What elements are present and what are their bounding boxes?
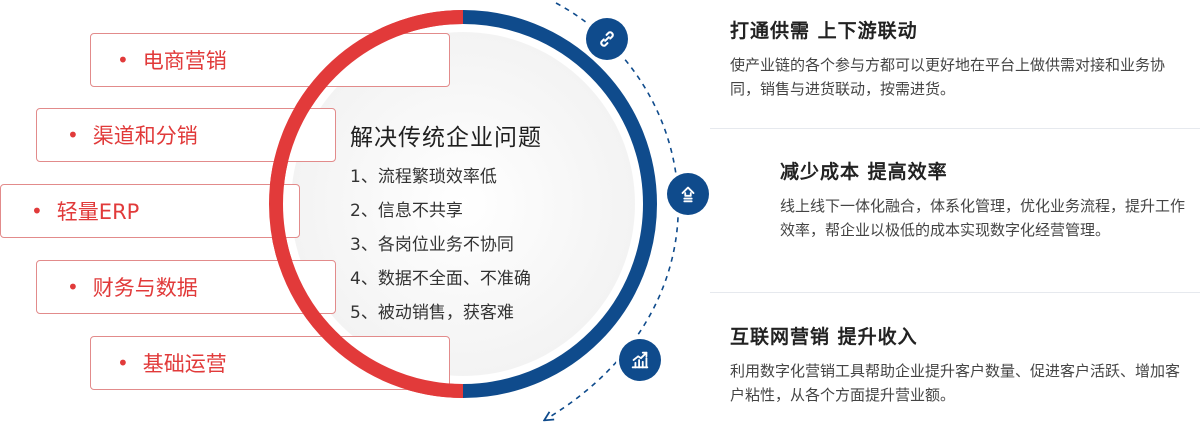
benefit-description: 线上线下一体化融合，体系化管理，优化业务流程，提升工作效率，帮企业以极低的成本实… [780,197,1186,239]
problem-item: 4、数据不全面、不准确 [350,269,531,289]
problem-item: 3、各岗位业务不协同 [350,235,514,255]
benefit-cost-efficiency: 减少成本 提高效率 线上线下一体化融合，体系化管理，优化业务流程，提升工作效率，… [780,157,1195,242]
left-item-label: 电商营销 [142,49,227,73]
left-item-label: 基础运营 [142,352,227,376]
bullet-dot: • [117,48,129,72]
benefit-supply-demand: 打通供需 上下游联动 使产业链的各个参与方都可以更好地在平台上做供需对接和业务协… [730,16,1185,101]
benefit-title: 减少成本 提高效率 [780,161,948,183]
left-item-finance-data: • 财务与数据 [36,260,336,314]
ring-navy-half [462,10,657,398]
center-title: 解决传统企业问题 [350,125,542,151]
upgrade-arrow-icon [667,173,709,215]
link-icon [586,18,628,60]
left-item-light-erp: • 轻量ERP [0,184,300,238]
dashed-flow-arc [548,2,680,418]
left-item-label: 渠道和分销 [92,124,198,148]
benefit-title: 打通供需 上下游联动 [730,20,918,42]
benefit-divider [710,292,1200,293]
left-item-label: 轻量ERP [56,200,140,224]
benefit-description: 使产业链的各个参与方都可以更好地在平台上做供需对接和业务协同，销售与进货联动，按… [730,56,1166,98]
problem-item: 2、信息不共享 [350,201,463,221]
benefit-divider [710,128,1200,129]
left-item-ecommerce-marketing: • 电商营销 [90,33,450,87]
bullet-dot: • [117,351,129,375]
problem-item: 1、流程繁琐效率低 [350,167,497,187]
left-item-basic-operations: • 基础运营 [90,336,450,390]
bullet-dot: • [67,123,79,147]
growth-chart-icon [619,339,661,381]
benefit-internet-marketing: 互联网营销 提升收入 利用数字化营销工具帮助企业提升客户数量、促进客户活跃、增加… [730,322,1185,407]
bullet-dot: • [67,275,79,299]
center-problem-list: 解决传统企业问题 1、流程繁琐效率低 2、信息不共享 3、各岗位业务不协同 4、… [350,118,610,330]
bullet-dot: • [31,199,43,223]
benefit-description: 利用数字化营销工具帮助企业提升客户数量、促进客户活跃、增加客户粘性，从各个方面提… [730,362,1181,404]
left-item-label: 财务与数据 [92,276,198,300]
left-item-channels-distribution: • 渠道和分销 [36,108,336,162]
problem-item: 5、被动销售，获客难 [350,303,514,323]
benefit-title: 互联网营销 提升收入 [730,326,918,348]
